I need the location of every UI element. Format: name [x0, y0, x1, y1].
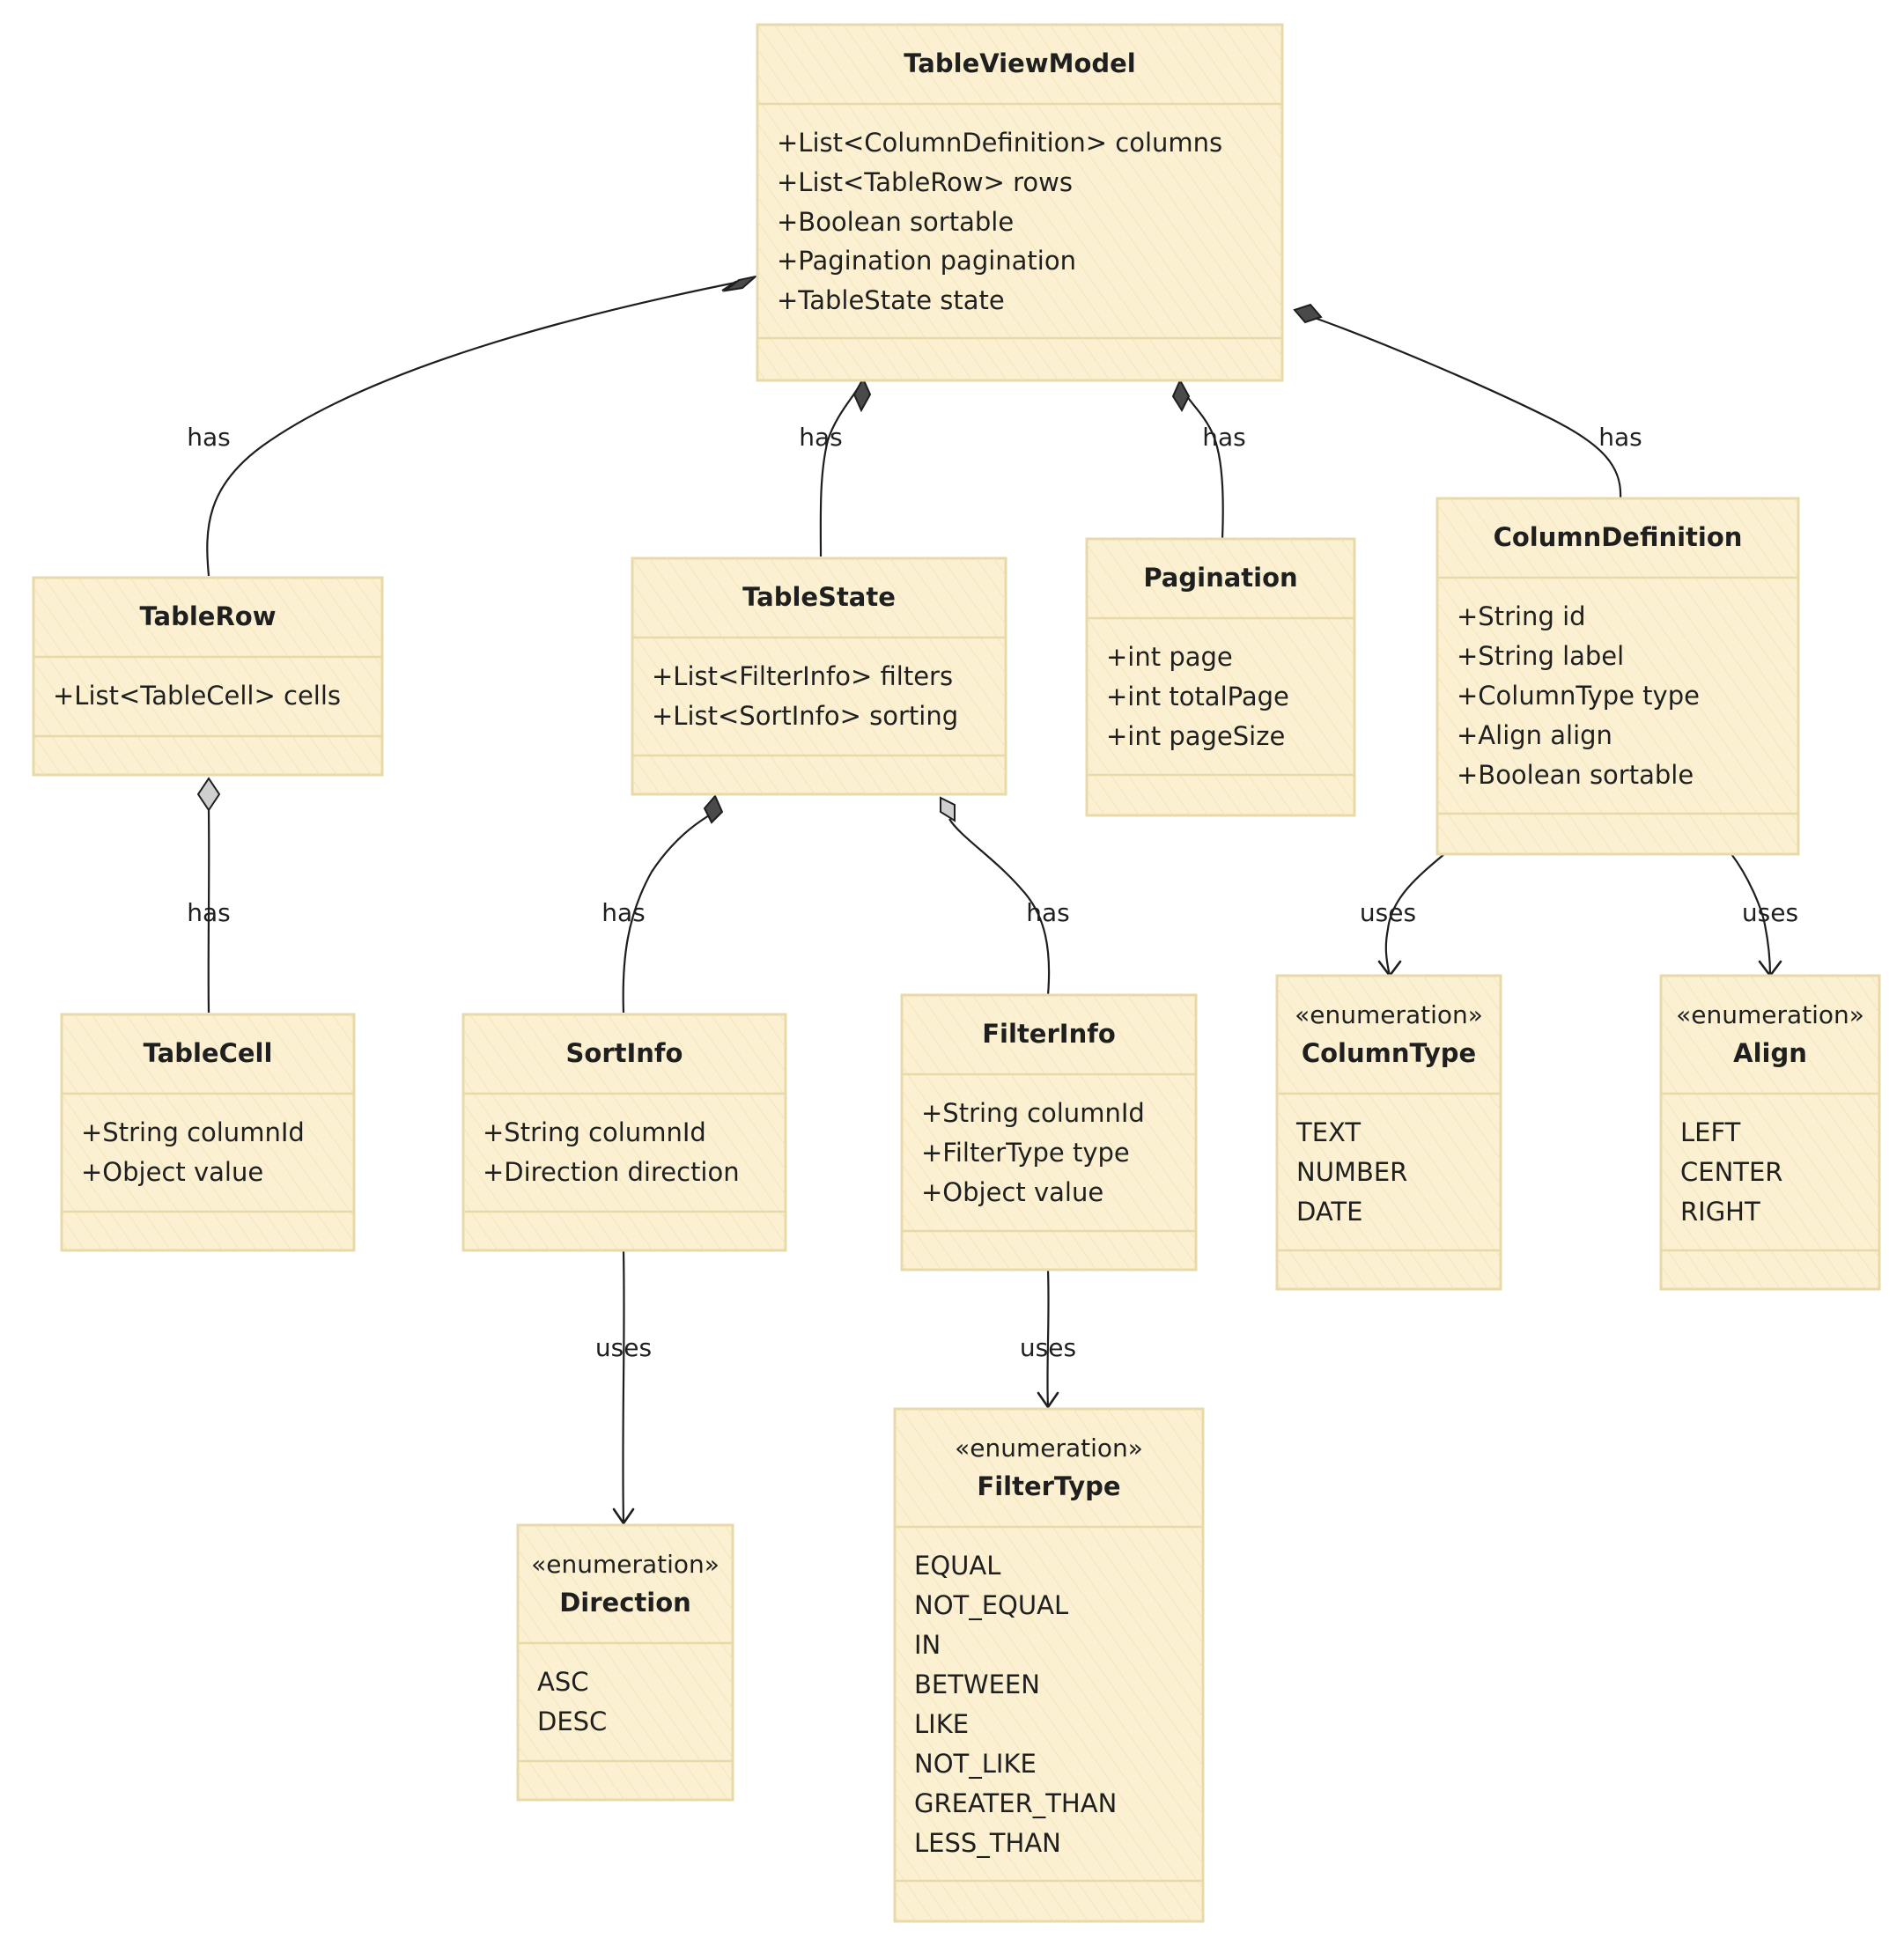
enum-value: IN [914, 1630, 941, 1660]
relation-label: has [1202, 423, 1246, 452]
class-member: +int page [1106, 642, 1233, 672]
class-member: +String columnId [921, 1098, 1145, 1128]
class-pagination[interactable]: Pagination +int page +int totalPage +int… [1085, 537, 1356, 817]
class-member: +int pageSize [1106, 721, 1285, 751]
relation-tableviewmodel-tablerow: has [187, 275, 759, 577]
relation-label: has [1598, 423, 1642, 452]
relation-label: uses [595, 1333, 652, 1362]
class-member: +Boolean sortable [1457, 760, 1694, 790]
class-member: +String columnId [81, 1117, 305, 1147]
enum-filtertype[interactable]: «enumeration» FilterType EQUAL NOT_EQUAL… [893, 1407, 1205, 1923]
stereotype-label: «enumeration» [1295, 1000, 1483, 1029]
class-tablerow[interactable]: TableRow +List<TableCell> cells [32, 576, 384, 777]
class-sortinfo[interactable]: SortInfo +String columnId +Direction dir… [461, 1013, 787, 1252]
enum-align[interactable]: «enumeration» Align LEFT CENTER RIGHT [1659, 974, 1881, 1291]
class-name: Direction [559, 1588, 691, 1618]
enum-value: LIKE [914, 1709, 969, 1739]
class-tableviewmodel[interactable]: TableViewModel +List<ColumnDefinition> c… [756, 23, 1284, 382]
enum-value: NOT_LIKE [914, 1749, 1037, 1779]
class-name: FilterType [977, 1471, 1120, 1501]
relation-columndefinition-align: uses [1731, 853, 1798, 978]
enum-value: EQUAL [914, 1551, 1000, 1581]
enum-value: BETWEEN [914, 1670, 1040, 1699]
relation-tableviewmodel-columndefinition: has [1293, 303, 1642, 499]
enum-value: NUMBER [1296, 1157, 1407, 1187]
class-member: +int totalPage [1106, 682, 1289, 711]
class-member: +List<ColumnDefinition> columns [777, 128, 1222, 158]
class-name: Align [1733, 1038, 1807, 1068]
class-member: +List<TableRow> rows [777, 167, 1073, 197]
class-member: +Boolean sortable [777, 207, 1014, 237]
class-member: +List<SortInfo> sorting [652, 701, 958, 731]
class-member: +String columnId [483, 1117, 706, 1147]
class-member: +String label [1457, 641, 1624, 671]
class-member: +Direction direction [483, 1157, 740, 1187]
class-member: +String id [1457, 601, 1586, 631]
class-columndefinition[interactable]: ColumnDefinition +String id +String labe… [1435, 497, 1800, 856]
relation-tablerow-tablecell: has [187, 777, 231, 1014]
enum-value: LESS_THAN [914, 1828, 1061, 1858]
stereotype-label: «enumeration» [1676, 1000, 1864, 1029]
enum-value: CENTER [1680, 1157, 1782, 1187]
enum-value: LEFT [1680, 1117, 1741, 1147]
class-member: +Align align [1457, 720, 1612, 750]
class-member: +ColumnType type [1457, 681, 1700, 711]
relation-tableviewmodel-tablestate: has [799, 376, 872, 557]
class-name: FilterInfo [982, 1019, 1116, 1049]
relation-tablestate-filterinfo: has [940, 796, 1070, 996]
stereotype-label: «enumeration» [955, 1434, 1143, 1463]
enum-value: DESC [537, 1706, 607, 1736]
class-name: TableRow [139, 601, 276, 631]
enum-value: ASC [537, 1667, 589, 1697]
relation-tablestate-sortinfo: has [601, 794, 724, 1014]
class-tablecell[interactable]: TableCell +String columnId +Object value [60, 1013, 356, 1252]
relation-label: uses [1360, 898, 1416, 927]
relation-columndefinition-columntype: uses [1360, 853, 1445, 978]
enum-direction[interactable]: «enumeration» Direction ASC DESC [516, 1523, 734, 1802]
relations-layer: has has has has has has [187, 275, 1798, 1526]
relation-label: uses [1020, 1333, 1076, 1362]
class-member: +Pagination pagination [777, 246, 1076, 276]
class-name: Pagination [1143, 563, 1297, 593]
class-member: +List<TableCell> cells [53, 681, 341, 711]
enum-columntype[interactable]: «enumeration» ColumnType TEXT NUMBER DAT… [1275, 974, 1502, 1291]
class-name: TableViewModel [904, 48, 1135, 78]
relation-label: has [1026, 898, 1070, 927]
class-filterinfo[interactable]: FilterInfo +String columnId +FilterType … [900, 993, 1198, 1272]
class-name: TableState [742, 582, 896, 612]
class-member: +FilterType type [921, 1138, 1130, 1168]
relation-label: has [187, 423, 231, 452]
class-member: +Object value [921, 1177, 1103, 1207]
class-name: TableCell [144, 1038, 273, 1068]
class-member: +Object value [81, 1157, 263, 1187]
enum-value: TEXT [1295, 1117, 1361, 1147]
class-name: SortInfo [566, 1038, 683, 1068]
relation-sortinfo-direction: uses [595, 1249, 652, 1526]
class-name: ColumnType [1302, 1038, 1476, 1068]
enum-value: NOT_EQUAL [914, 1590, 1068, 1620]
enum-value: RIGHT [1680, 1197, 1760, 1227]
relation-filterinfo-filtertype: uses [1020, 1269, 1076, 1410]
class-member: +TableState state [777, 285, 1005, 315]
class-tablestate[interactable]: TableState +List<FilterInfo> filters +Li… [631, 557, 1007, 796]
relation-label: has [601, 898, 646, 927]
relation-label: has [187, 898, 231, 927]
relation-tableviewmodel-pagination: has [1171, 378, 1246, 540]
enum-value: GREATER_THAN [914, 1788, 1117, 1818]
relation-label: has [799, 423, 843, 452]
enum-value: DATE [1296, 1197, 1362, 1227]
class-member: +List<FilterInfo> filters [652, 661, 953, 691]
relation-label: uses [1742, 898, 1798, 927]
stereotype-label: «enumeration» [531, 1550, 720, 1579]
class-name: ColumnDefinition [1494, 522, 1743, 552]
